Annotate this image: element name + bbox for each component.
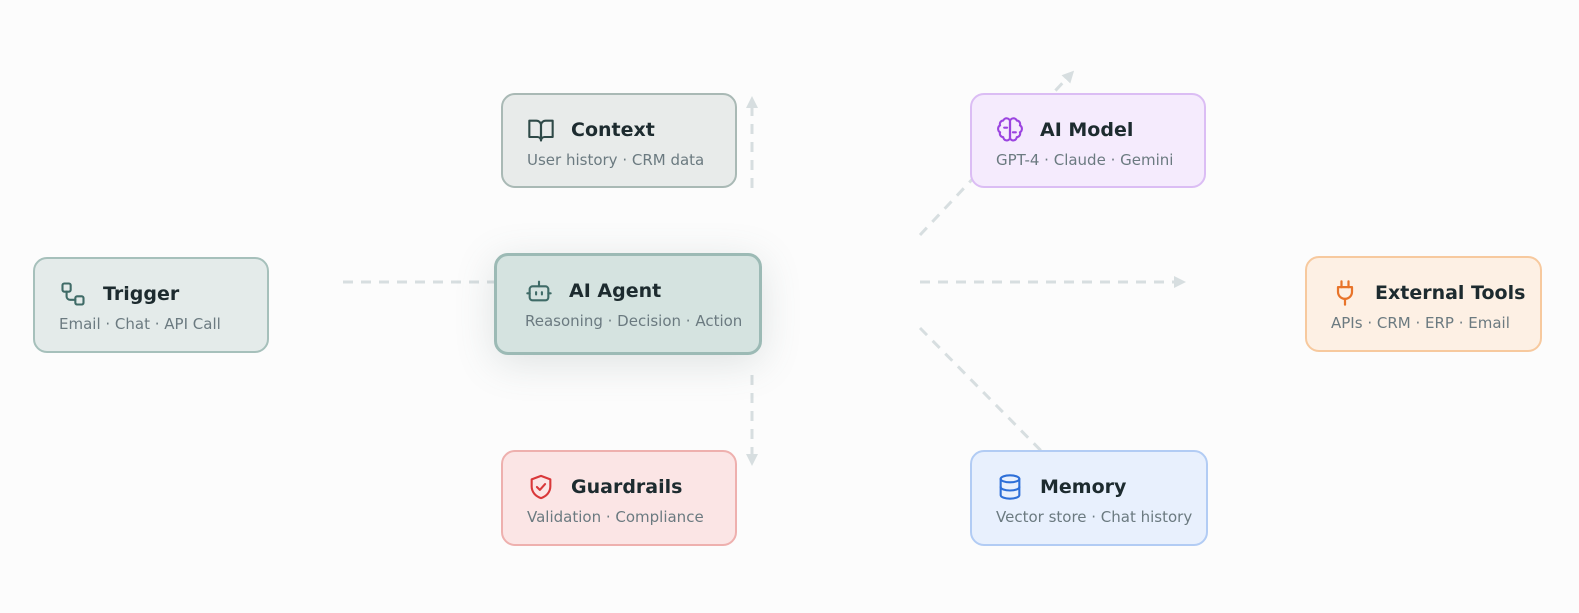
context-title: Context <box>571 119 655 141</box>
ai-agent-node[interactable]: AI Agent Reasoning · Decision · Action <box>494 253 762 355</box>
guardrails-title: Guardrails <box>571 476 683 498</box>
connector-agent-to-memory <box>918 326 1062 472</box>
guardrails-node[interactable]: Guardrails Validation · Compliance <box>501 450 737 546</box>
trigger-node[interactable]: Trigger Email · Chat · API Call <box>33 257 269 353</box>
trigger-title: Trigger <box>103 283 180 305</box>
memory-node[interactable]: Memory Vector store · Chat history <box>970 450 1208 546</box>
external-tools-node[interactable]: External Tools APIs · CRM · ERP · Email <box>1305 256 1542 352</box>
guardrails-subtitle: Validation · Compliance <box>527 508 704 526</box>
workflow-icon <box>59 280 87 308</box>
ai-agent-subtitle: Reasoning · Decision · Action <box>525 312 743 330</box>
external-tools-subtitle: APIs · CRM · ERP · Email <box>1331 314 1510 332</box>
trigger-subtitle: Email · Chat · API Call <box>59 315 221 333</box>
ai-model-node[interactable]: AI Model GPT-4 · Claude · Gemini <box>970 93 1206 188</box>
bot-icon <box>525 277 553 305</box>
memory-subtitle: Vector store · Chat history <box>996 508 1193 526</box>
ai-model-title: AI Model <box>1040 119 1134 141</box>
external-tools-title: External Tools <box>1375 282 1526 304</box>
context-subtitle: User history · CRM data <box>527 151 705 169</box>
context-node[interactable]: Context User history · CRM data <box>501 93 737 188</box>
plug-icon <box>1331 279 1359 307</box>
shield-check-icon <box>527 473 555 501</box>
ai-model-subtitle: GPT-4 · Claude · Gemini <box>996 151 1174 169</box>
brain-icon <box>996 116 1024 144</box>
book-open-icon <box>527 116 555 144</box>
memory-title: Memory <box>1040 476 1127 498</box>
database-icon <box>996 473 1024 501</box>
ai-agent-title: AI Agent <box>569 280 662 302</box>
